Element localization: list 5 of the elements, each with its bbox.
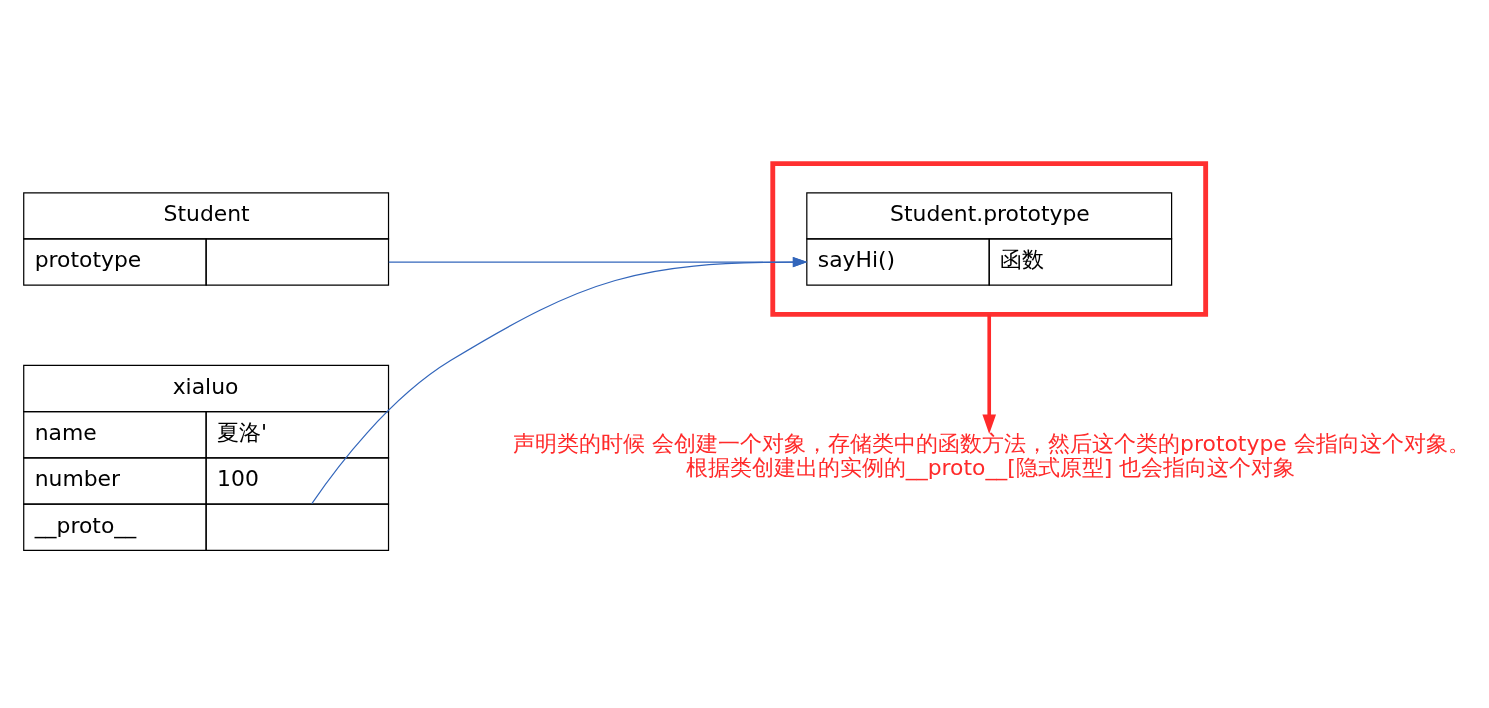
arrow xyxy=(982,313,997,434)
arrow xyxy=(311,256,808,504)
cluster xyxy=(770,160,1209,317)
node-text: 声明类的时候 会创建一个对象，存储类中的函数方法，然后这个类的prototype 会指向这个对象。 根据类创建出的实例的__proto__[隐式原型] 也会指向这个对象 xyxy=(513,430,1470,480)
arrow xyxy=(388,256,808,267)
